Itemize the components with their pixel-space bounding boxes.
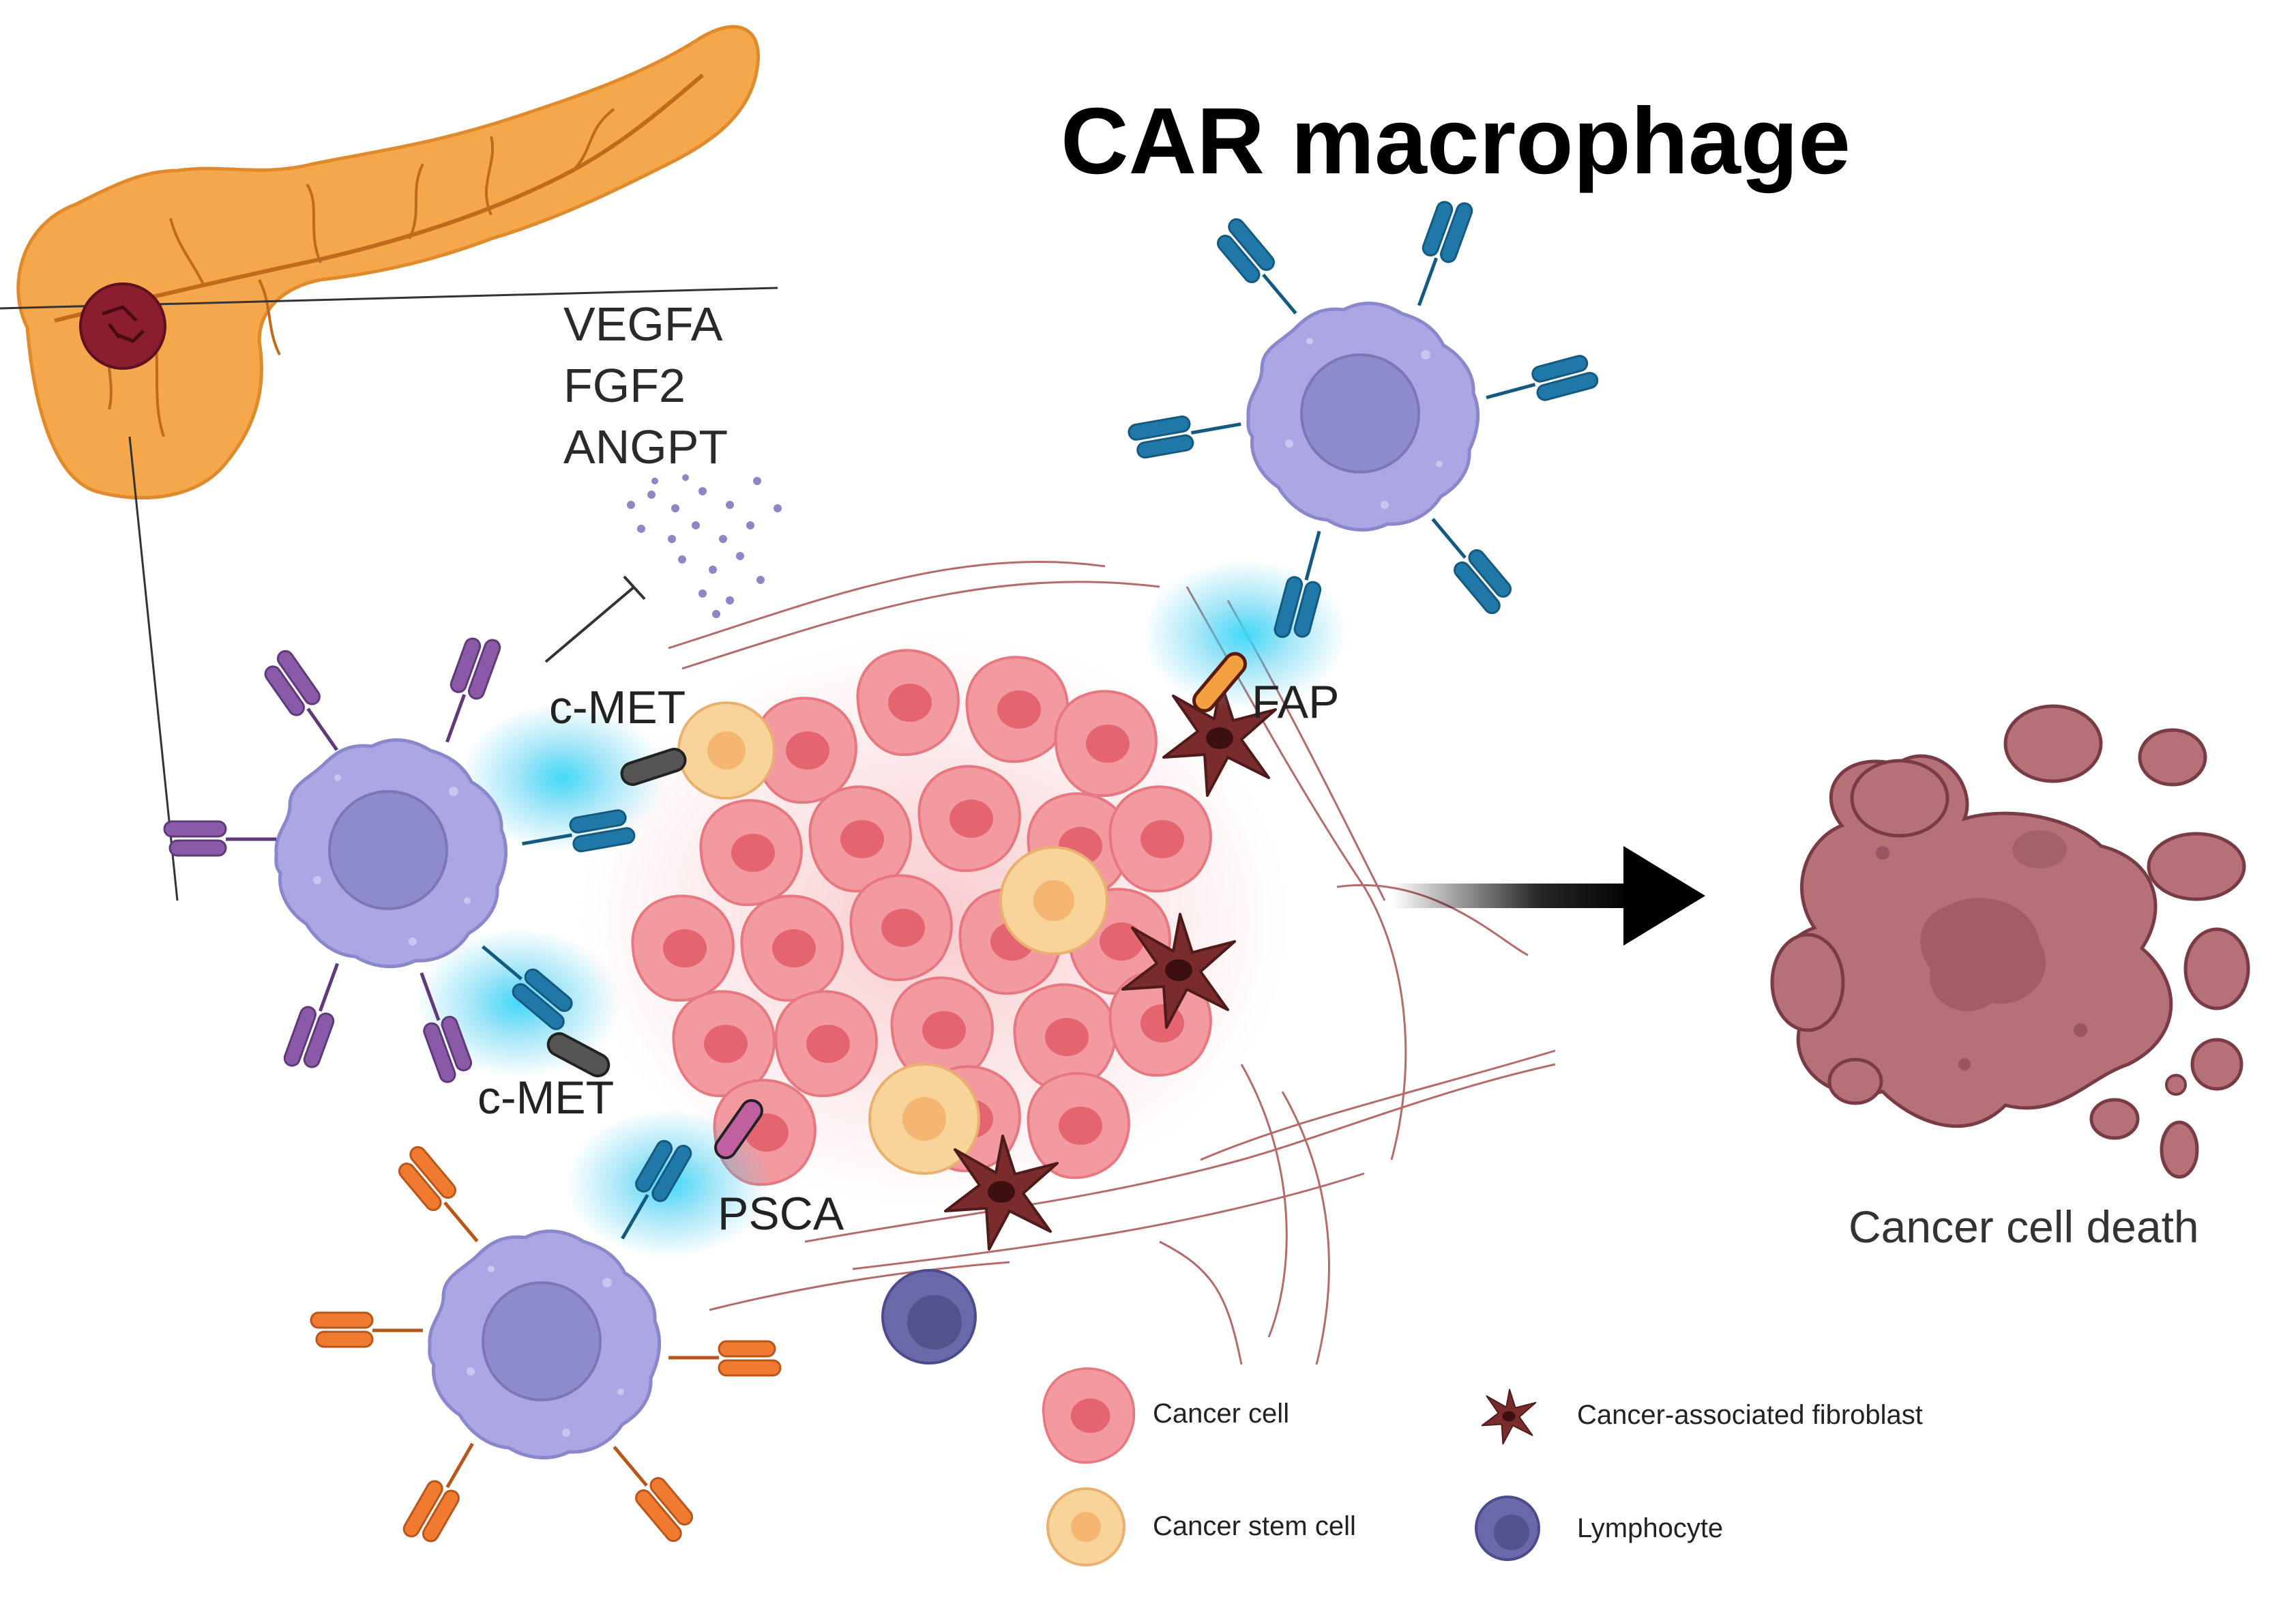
growth-factor-dots <box>627 474 782 618</box>
cancer-stem-cell <box>677 701 776 800</box>
cancer-stem-cell <box>868 1063 980 1175</box>
outcome-label: Cancer cell death <box>1849 1201 2199 1252</box>
legend-label-lymphocyte: Lymphocyte <box>1577 1513 1724 1543</box>
tumor-mass <box>580 635 1289 1208</box>
fap-antigen <box>1192 652 1247 713</box>
legend-icon-stem-cell <box>1046 1487 1125 1566</box>
cancer-stem-cell <box>999 846 1108 955</box>
antigen-label-psca: PSCA <box>718 1188 844 1240</box>
legend-label-stem-cell: Cancer stem cell <box>1153 1511 1356 1541</box>
antigen-label-cmet-bottom: c-MET <box>477 1072 615 1124</box>
car-macrophage-purple <box>164 631 687 1084</box>
legend-icon-fibroblast <box>1481 1388 1537 1445</box>
antigen-label-fap: FAP <box>1252 676 1340 728</box>
growth-factor-angpt: ANGPT <box>563 420 728 473</box>
cmet-antigen <box>546 1032 610 1078</box>
car-macrophage-teal <box>1128 194 1599 713</box>
cmet-antigen <box>620 748 687 786</box>
inhibition-line <box>544 575 646 663</box>
psca-antigen <box>714 1098 763 1160</box>
diagram-title: CAR macrophage <box>1061 89 1851 194</box>
legend-label-fibroblast: Cancer-associated fibroblast <box>1577 1400 1923 1430</box>
growth-factor-vegfa: VEGFA <box>563 297 723 351</box>
stroma-fibers <box>668 561 1556 1365</box>
antigen-label-cmet-top: c-MET <box>549 682 686 733</box>
car-macrophage-orange <box>311 1098 780 1549</box>
legend-label-cancer-cell: Cancer cell <box>1153 1399 1290 1429</box>
dying-cancer-cell <box>1770 704 2250 1179</box>
legend-icons <box>1042 1367 1540 1566</box>
legend-icon-lymphocyte <box>1475 1496 1540 1561</box>
lymphocyte <box>881 1269 977 1365</box>
legend-icon-cancer-cell <box>1042 1367 1136 1464</box>
outcome-arrow <box>1392 846 1705 946</box>
growth-factor-fgf2: FGF2 <box>563 359 686 412</box>
